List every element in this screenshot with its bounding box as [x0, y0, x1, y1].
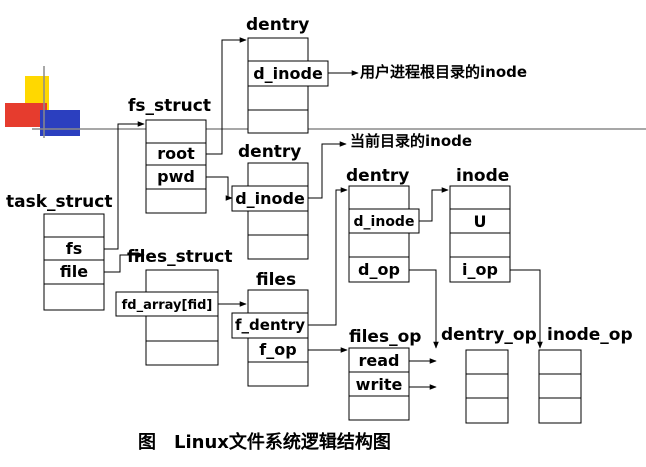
- f-dentry-cell: [231, 312, 309, 339]
- pwd-field: pwd: [157, 167, 195, 186]
- inode-op-box: [538, 349, 582, 424]
- arrow-i-op-to-inode-op: [510, 269, 543, 349]
- files-title: files: [256, 270, 296, 290]
- read-field: read: [359, 351, 400, 370]
- fs-struct-title: fs_struct: [128, 96, 211, 116]
- connectors: [104, 37, 543, 390]
- dentry-op-title: dentry_op: [441, 325, 537, 345]
- arrow-d-inode-to-cwd-note: [308, 141, 347, 199]
- d-inode-mid-label: d_inode: [235, 189, 305, 208]
- arrow-d-inode-to-inode: [419, 187, 449, 222]
- files-box: [231, 289, 309, 387]
- files-struct-box: [115, 269, 219, 366]
- arrow-fs-to-fs-struct: [104, 121, 145, 250]
- d-inode-right-cell: [348, 208, 420, 234]
- files-op-title: files_op: [349, 327, 421, 347]
- root-field: root: [157, 144, 195, 163]
- file-field: file: [60, 262, 88, 281]
- fd-array-label: fd_array[fid]: [122, 298, 213, 313]
- f-dentry-label: f_dentry: [235, 316, 305, 334]
- figure-caption: 图 Linux文件系统逻辑结构图: [138, 431, 391, 453]
- d-inode-right-label: d_inode: [354, 214, 415, 230]
- arrow-file-to-files-struct: [104, 252, 145, 273]
- arrow-pwd-to-dentry: [206, 176, 233, 201]
- dentry-top-box: [247, 37, 329, 134]
- dentry-top-title: dentry: [246, 15, 309, 35]
- i-op-field: i_op: [462, 260, 498, 279]
- root-inode-note: 用户进程根目录的inode: [360, 63, 527, 81]
- inode-title: inode: [456, 166, 509, 186]
- task-struct-box: [43, 213, 105, 311]
- labels: dentry d_inode 用户进程根目录的inode fs_struct r…: [6, 15, 633, 453]
- inode-op-title: inode_op: [547, 325, 633, 345]
- f-op-field: f_op: [259, 340, 296, 359]
- task-struct-title: task_struct: [6, 192, 112, 212]
- deco-blue-square: [40, 110, 80, 136]
- inode-box: [449, 185, 511, 283]
- inode-u-field: U: [474, 212, 487, 231]
- arrow-f-dentry-to-dentry: [308, 187, 348, 326]
- dentry-right-box: [348, 185, 420, 283]
- dentry-op-box: [465, 349, 509, 424]
- d-inode-top-label: d_inode: [253, 64, 323, 83]
- arrow-root-to-dentry: [206, 37, 247, 155]
- decorative-logo: [5, 66, 646, 138]
- cwd-inode-note: 当前目录的inode: [350, 132, 472, 150]
- dentry-mid-box: [231, 162, 309, 260]
- fs-struct-box: [145, 119, 207, 214]
- fs-field: fs: [66, 239, 82, 258]
- files-struct-title: files_struct: [127, 247, 233, 267]
- files-op-box: [348, 347, 410, 421]
- dentry-right-title: dentry: [346, 166, 409, 186]
- dentry-mid-title: dentry: [238, 142, 301, 162]
- d-op-field: d_op: [358, 260, 400, 279]
- arrow-d-op-to-dentry-op: [409, 269, 439, 349]
- write-field: write: [356, 375, 403, 394]
